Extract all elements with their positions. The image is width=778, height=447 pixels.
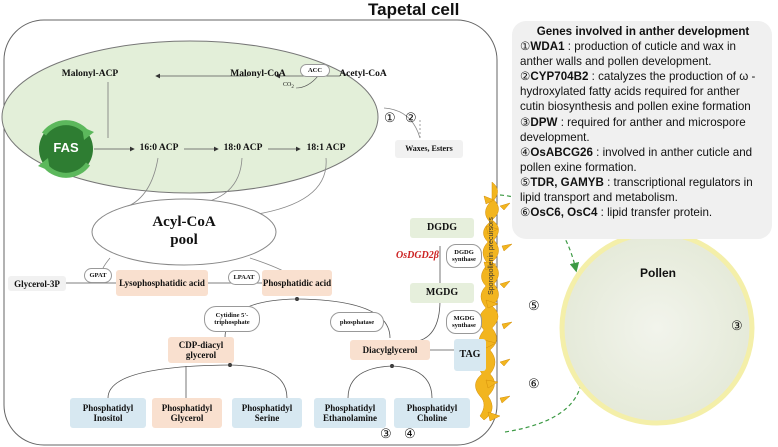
- waxes-esters-box: Waxes, Esters: [395, 140, 463, 158]
- phosphatidyl-choline-box: Phosphatidyl Choline: [394, 398, 470, 428]
- dgdg-synthase-label: DGDG synthase: [452, 249, 476, 263]
- co2-label: CO2: [283, 82, 294, 90]
- gene-item-name: CYP704B2: [530, 70, 589, 84]
- gene-item-name: DPW: [530, 115, 558, 129]
- gene-item-number: ②: [520, 70, 531, 84]
- pollen-marker-3: ③: [731, 318, 743, 333]
- marker-3-dpw: ③: [380, 426, 392, 441]
- fatty-acid-ellipse: [1, 40, 379, 194]
- marker-1-wda1: ①: [384, 110, 396, 125]
- osdgd2b-gene-label: OsDGD2β: [396, 250, 439, 261]
- gene-item-description: : catalyzes the production of ω -hydroxy…: [520, 70, 756, 114]
- gene-item-name: TDR, GAMYB: [530, 175, 604, 189]
- dag-to-mgdg-curve: [411, 299, 441, 343]
- gene-item-description: : transcriptional regulators in lipid tr…: [520, 175, 753, 205]
- gene-item: ①WDA1 : production of cuticle and wax in…: [520, 39, 766, 69]
- dag-to-pc-curve: [391, 365, 433, 399]
- gene-item: ②CYP704B2 : catalyzes the production of …: [520, 69, 766, 114]
- genes-info-box: Genes involved in anther development ①WD…: [512, 21, 772, 239]
- gene-item-description: : involved in anther cuticle and pollen …: [520, 145, 753, 174]
- lpaat-enzyme-cloud: LPAAT: [228, 270, 260, 285]
- dgdg-box: DGDG: [410, 218, 474, 238]
- gene-item: ⑥OsC6, OsC4 : lipid transfer protein.: [520, 205, 766, 220]
- phosphatase-label: phosphatase: [339, 318, 375, 326]
- gene-item-number: ①: [520, 40, 531, 54]
- tag-box: TAG: [454, 339, 486, 371]
- acp181-to-pool-curve: [244, 157, 327, 217]
- gene-item-name: WDA1: [530, 40, 565, 54]
- fas-label: FAS: [53, 140, 79, 155]
- gene-item-number: ④: [520, 145, 531, 159]
- acyl-coa-pool-label: Acyl-CoA pool: [124, 213, 244, 249]
- gene-item-description: : production of cuticle and wax in anthe…: [520, 40, 736, 69]
- marker-6-osc6-osc4: ⑥: [528, 376, 540, 391]
- malonyl-coa-label: Malonyl-CoA: [230, 69, 286, 79]
- gpat-label: GPAT: [89, 272, 107, 279]
- genes-list: ①WDA1 : production of cuticle and wax in…: [520, 39, 766, 220]
- co2-subscript: 2: [291, 85, 294, 91]
- fas-circle: [39, 122, 93, 176]
- cdp-to-ps-curve: [229, 364, 288, 399]
- phosphatidyl-inositol-box: Phosphatidyl Inositol: [70, 398, 146, 428]
- gene-item: ③DPW : required for anther and microspor…: [520, 115, 766, 145]
- acyl-pool-line1: Acyl-CoA: [152, 214, 216, 230]
- gene-item-name: OsC6, OsC4: [530, 206, 598, 220]
- gene-item-description: : required for anther and microspore dev…: [520, 115, 746, 144]
- lysophosphatidic-acid-box: Lysophosphatidic acid: [116, 270, 208, 296]
- gpat-enzyme-cloud: GPAT: [84, 268, 112, 283]
- phosphatidyl-ethanolamine-box: Phosphatidyl Ethanolamine: [314, 398, 386, 428]
- lpaat-label: LPAAT: [233, 274, 255, 281]
- cdp-to-pi-curve: [107, 364, 231, 399]
- acetyl-coa-label: Acetyl-CoA: [339, 69, 387, 79]
- phosphatidyl-serine-box: Phosphatidyl Serine: [232, 398, 302, 428]
- acp-18-0-label: 18:0 ACP: [223, 143, 263, 153]
- gene-item-number: ⑤: [520, 175, 531, 189]
- sporopollenin-precursors-label: Sporopollenin precursors: [488, 217, 495, 295]
- gene-item-number: ⑥: [520, 206, 531, 220]
- marker-2-cyp704b2: ②: [405, 110, 417, 125]
- cytidine-label: Cytidine 5'-triphosphate: [214, 312, 250, 326]
- acp-18-1-label: 18:1 ACP: [306, 143, 346, 153]
- dgdg-synthase-cloud: DGDG synthase: [446, 244, 482, 268]
- acyl-coa-pool-ellipse: [91, 198, 277, 266]
- marker-4-osabcg26: ④: [404, 426, 416, 441]
- cdp-diacylglycerol-box: CDP-diacyl glycerol: [168, 337, 234, 363]
- phosphatidyl-glycerol-box: Phosphatidyl Glycerol: [152, 398, 222, 428]
- gene-item-name: OsABCG26: [530, 145, 593, 159]
- gene-item: ④OsABCG26 : involved in anther cuticle a…: [520, 145, 766, 175]
- sporopollenin-to-pollen-arrow-top: [499, 194, 580, 273]
- acyl-pool-line2: pool: [170, 232, 198, 248]
- phosphatase-cloud: phosphatase: [330, 312, 384, 332]
- gene-item-description: : lipid transfer protein.: [597, 206, 713, 220]
- acc-enzyme-cloud: ACC: [300, 64, 330, 77]
- mgdg-box: MGDG: [410, 283, 474, 303]
- glycerol-3p-box: Glycerol-3P: [8, 276, 66, 291]
- acc-label: ACC: [307, 67, 323, 74]
- co2-arrow: [295, 75, 319, 89]
- gene-item: ⑤TDR, GAMYB : transcriptional regulators…: [520, 175, 766, 205]
- page-title: Tapetal cell: [368, 0, 460, 19]
- mgdg-synthase-label: MGDG synthase: [452, 315, 476, 329]
- pa-to-dag-curve: [296, 298, 391, 339]
- genes-info-title: Genes involved in anther development: [536, 25, 750, 38]
- pollen-grain: [559, 230, 755, 426]
- diacylglycerol-box: Diacylglycerol: [350, 340, 430, 360]
- co2-text: CO: [283, 82, 292, 88]
- malonyl-acp-label: Malonyl-ACP: [61, 69, 119, 79]
- fas-arrowhead-2: [38, 158, 50, 171]
- dag-to-pe-curve: [347, 365, 393, 399]
- mgdg-synthase-cloud: MGDG synthase: [446, 310, 482, 334]
- pollen-label: Pollen: [640, 266, 677, 280]
- marker-5-tdr-gamyb: ⑤: [528, 298, 540, 313]
- sporopollenin-to-pollen-arrow-bottom: [504, 373, 587, 433]
- gene-item-number: ③: [520, 115, 531, 129]
- cytidine-triphosphate-cloud: Cytidine 5'-triphosphate: [204, 306, 260, 332]
- fas-arrowhead-1: [82, 127, 94, 140]
- to-waxes-curve: [383, 107, 421, 139]
- phosphatidic-acid-box: Phosphatidic acid: [262, 270, 332, 296]
- acp-16-0-label: 16:0 ACP: [139, 143, 179, 153]
